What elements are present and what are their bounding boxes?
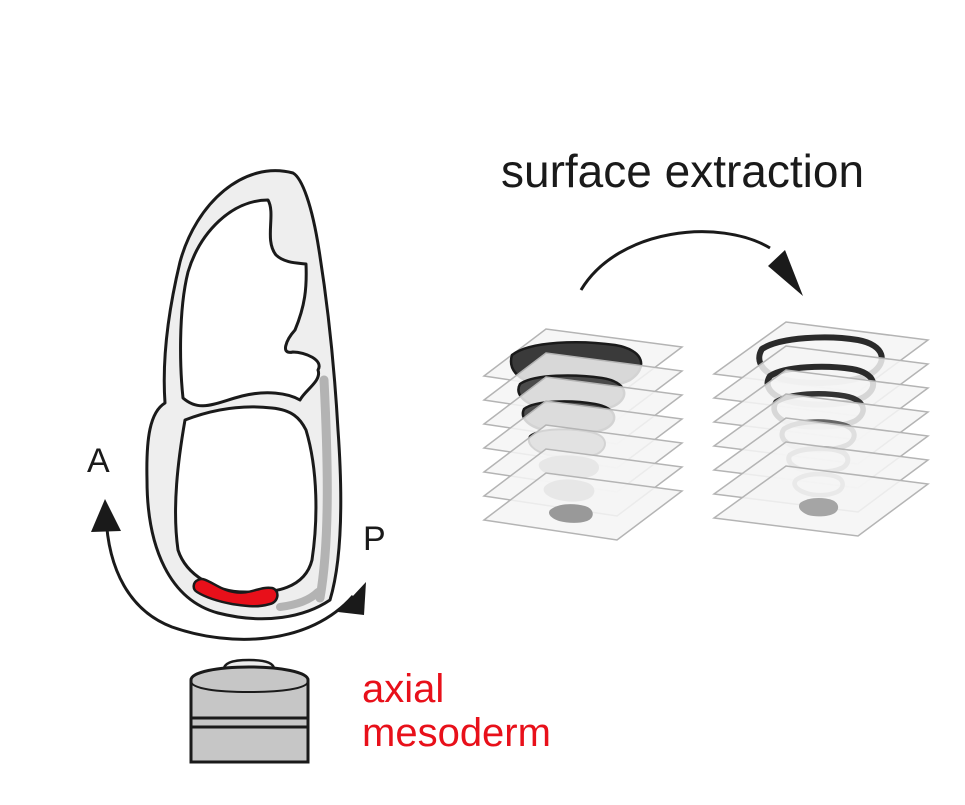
posterior-label: P [363,520,386,558]
embryo-illustration [91,169,366,641]
objective-barrel [189,665,310,764]
rotation-arrowhead-posterior-icon [338,582,366,615]
embryo-ventral-grey-band [276,588,322,611]
axial-mesoderm-label-line1: axial [362,667,444,711]
rotation-arrow-curve [104,514,355,641]
filled-section-stack [482,328,684,541]
objective-top-rim [190,680,309,694]
microscope-objective-icon [189,658,310,764]
yolk-cavity-lower-outline [174,405,318,594]
yolk-cavity-upper-outline [179,198,321,408]
axial-mesoderm-label-line2: mesoderm [362,711,551,755]
embryo-dorsal-grey-band [315,375,332,603]
anterior-label: A [87,442,110,480]
surface-extraction-title: surface extraction [501,145,864,197]
rotation-arrowhead-anterior-icon [91,499,121,532]
surface-extraction-arrow [579,230,771,291]
contour-section-stack [712,321,930,537]
surface-extraction-arrowhead-icon [768,250,803,296]
stack-right-section [798,498,839,517]
stack-left-section [549,504,593,523]
axial-mesoderm-region [192,577,279,608]
